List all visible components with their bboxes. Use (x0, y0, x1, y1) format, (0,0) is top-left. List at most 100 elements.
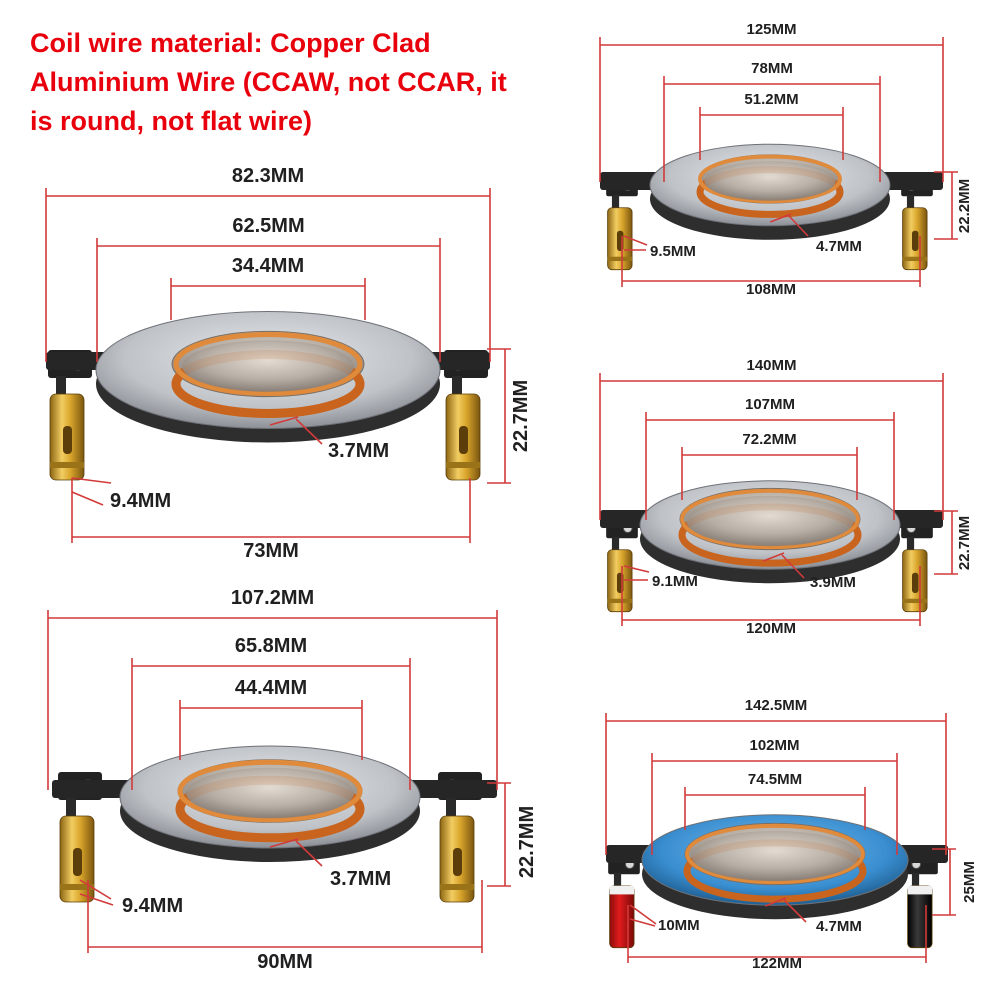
dim-leader-coil-tick (764, 897, 787, 907)
label-terminal-width: 9.4MM (122, 895, 183, 917)
terminal-post (613, 872, 622, 889)
dim-leader-coil-tick (269, 838, 299, 848)
terminal-ridge (440, 884, 474, 890)
coil-inner-dome (686, 495, 854, 547)
label-terminal-width: 9.5MM (650, 243, 696, 260)
dim-leader-coil-tick (769, 213, 792, 223)
label-terminal-span: 120MM (746, 620, 796, 637)
terminal-connector (609, 885, 635, 949)
coil-inner-dome (704, 161, 836, 201)
label-height: 22.7MM (956, 516, 973, 570)
coil-inner-dome (691, 830, 859, 882)
coil-inner-dome (182, 340, 354, 392)
dim-leader-coil-height (788, 215, 809, 237)
right-terminal (901, 176, 933, 271)
dim-leader-terminal-width (71, 477, 112, 484)
label-outer_width: 125MM (746, 21, 796, 38)
terminal-slot (63, 426, 72, 454)
dim-leader-coil-height (783, 899, 807, 923)
diaphragm-72-2mm (600, 480, 943, 613)
label-terminal-width: 9.1MM (652, 573, 698, 590)
terminal-ridge (902, 598, 928, 604)
terminal-post (611, 194, 620, 211)
label-height: 25MM (961, 861, 978, 903)
label-terminal-width: 9.4MM (110, 490, 171, 512)
terminal-post (446, 798, 456, 820)
terminal-slot (911, 230, 919, 251)
diaphragm-51-2mm (600, 143, 943, 271)
copper-coil-upper (177, 759, 363, 823)
terminal-slot (911, 572, 919, 593)
label-coil-height: 3.7MM (330, 868, 391, 890)
label-height: 22.7MM (510, 380, 532, 452)
terminal-post (906, 194, 915, 211)
dim-leader-terminal-width (629, 904, 657, 925)
terminal-connector (907, 885, 933, 949)
terminal-post (56, 376, 66, 398)
terminal-ridge (607, 598, 633, 604)
label-coil_diameter: 44.4MM (235, 677, 307, 699)
label-coil_diameter: 72.2MM (742, 431, 796, 448)
label-ring_diameter: 62.5MM (232, 215, 304, 237)
label-terminal-span: 122MM (752, 955, 802, 972)
label-coil_diameter: 34.4MM (232, 255, 304, 277)
label-outer_width: 140MM (746, 357, 796, 374)
dim-leader-terminal-width-2 (71, 491, 104, 506)
dim-leader-terminal-width (623, 565, 650, 573)
label-terminal-width: 10MM (658, 917, 700, 934)
terminal-ridge (50, 462, 84, 468)
right-terminal (901, 518, 933, 613)
dim-leader-terminal-width (623, 235, 648, 246)
label-ring_diameter: 78MM (751, 60, 793, 77)
label-terminal-span: 108MM (746, 281, 796, 298)
label-ring_diameter: 102MM (749, 737, 799, 754)
dim-leader-coil-tick (762, 552, 785, 562)
label-height: 22.2MM (956, 179, 973, 233)
headline: Coil wire material: Copper Clad Aluminiu… (30, 28, 507, 136)
terminal-slot (459, 426, 468, 454)
terminal-post (611, 536, 620, 553)
terminal-post (911, 872, 920, 889)
terminal-post (452, 376, 462, 398)
label-outer_width: 142.5MM (745, 697, 808, 714)
terminal-cap (609, 885, 635, 895)
dim-leader-terminal-width-2 (629, 918, 656, 927)
label-coil-height: 4.7MM (816, 238, 862, 255)
coil-inner-dome (186, 767, 354, 819)
label-coil-height: 4.7MM (816, 918, 862, 935)
terminal-slot (73, 848, 82, 876)
diaphragm-44-4mm (52, 745, 497, 903)
copper-coil-upper (685, 823, 865, 885)
copper-coil-upper (680, 488, 860, 550)
terminal-slot (453, 848, 462, 876)
terminal-ridge (902, 256, 928, 262)
label-outer_width: 82.3MM (232, 165, 304, 187)
label-height: 22.7MM (516, 806, 538, 878)
terminal-ridge (446, 462, 480, 468)
terminal-post (66, 798, 76, 820)
left-terminal (608, 854, 640, 949)
terminal-post (906, 536, 915, 553)
label-terminal-span: 73MM (243, 540, 299, 562)
terminal-ridge (60, 884, 94, 890)
dim-leader-coil-height (781, 554, 805, 579)
terminal-ridge (607, 256, 633, 262)
label-coil-height: 3.7MM (328, 440, 389, 462)
dim-leader-coil-height (295, 418, 323, 445)
copper-coil-upper (173, 332, 363, 396)
copper-coil-upper (698, 154, 842, 204)
dim-leader-coil-height (295, 840, 323, 867)
label-outer_width: 107.2MM (231, 587, 314, 609)
label-coil_diameter: 51.2MM (744, 91, 798, 108)
label-coil-height: 3.9MM (810, 574, 856, 591)
right-terminal (906, 854, 938, 949)
dim-leader-terminal-width (79, 879, 112, 900)
label-coil_diameter: 74.5MM (748, 771, 802, 788)
label-terminal-span: 90MM (257, 951, 313, 973)
diaphragm-74-5mm (606, 814, 948, 949)
dim-leader-coil-tick (269, 416, 299, 426)
label-ring_diameter: 107MM (745, 396, 795, 413)
dim-leader-terminal-width-2 (79, 893, 114, 906)
label-ring_diameter: 65.8MM (235, 635, 307, 657)
